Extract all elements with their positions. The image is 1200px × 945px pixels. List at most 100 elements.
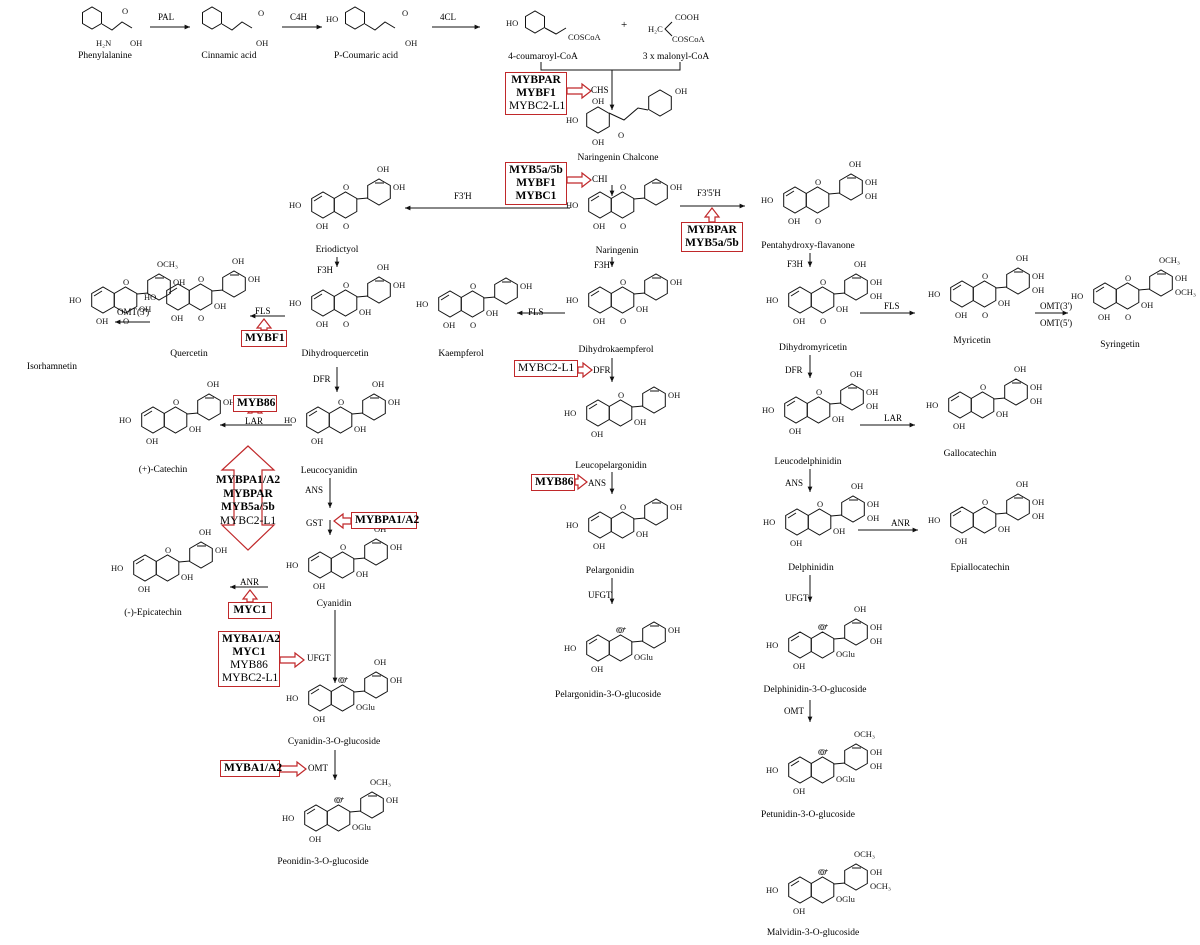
mol-delphinidin-3g-bond-cb: [833, 637, 846, 640]
mol-pentahydroxy-ring-a: [783, 186, 807, 214]
compound-leucopelargonidin: Leucopelargonidin: [575, 461, 647, 471]
enzyme-f3h-left: F3H: [317, 265, 334, 275]
mol-cyanidin-3g-o-plus: O⁺: [338, 675, 349, 685]
mol-cyanidin-ho7: HO: [286, 560, 298, 570]
mol-delphinidin-3g-c3: OGlu: [836, 649, 856, 659]
mol-catechin-c3: OH: [189, 424, 201, 434]
mol-catechin-oh5: OH: [146, 436, 158, 446]
compound-delphinidin: Delphinidin: [788, 563, 834, 573]
enzyme-lar-right: LAR: [884, 413, 902, 423]
mol-syringetin-b-sub-0: OH: [1175, 273, 1187, 283]
mol-isorhamnetin-ho7: HO: [69, 295, 81, 305]
mol-malvidin-3g-o-plus: O⁺: [818, 867, 829, 877]
mol-eriodictyol-ring-a: [311, 191, 335, 219]
regulator-big-1: MYBPA1/A2: [215, 474, 281, 486]
mol-myricetin-b-sub-0: OH: [1032, 271, 1044, 281]
mol-leucocyanidin-b-sub-0: OH: [388, 397, 400, 407]
enzyme-fls-center: FLS: [528, 307, 544, 317]
mol-syringetin-o4: O: [1125, 312, 1131, 322]
mol-epicatechin-c3: OH: [181, 572, 193, 582]
compound-quercetin: Quercetin: [170, 349, 208, 359]
mol-petunidin-3g-bond-cb: [833, 762, 846, 765]
mol-dihydrokaempferol-b-sub-0: OH: [670, 277, 682, 287]
compound-naringenin-chalcone: Naringenin Chalcone: [577, 153, 659, 163]
mol-pelargonidin-3g-o1: O: [618, 625, 624, 635]
mol-pentahydroxy-o1: O: [815, 177, 821, 187]
mol-catechin-ring-b: [197, 393, 221, 421]
mol-kaempferol-o4: O: [470, 320, 476, 330]
mol-dihydroquercetin-ring-b: [367, 276, 391, 304]
mol-eriodictyol-bond-cb: [356, 197, 369, 200]
mol-dihydrokaempferol-oh5: OH: [593, 316, 605, 326]
mol-dihydrokaempferol-db-a: [590, 290, 600, 297]
mol-cyanidin-3g-ring-a: [308, 684, 332, 712]
mol-dihydromyricetin-b-sub-2: OH: [870, 291, 882, 301]
mol-chalcone-chain: [608, 107, 649, 121]
mol-pentahydroxy-db-a: [785, 190, 795, 197]
mol-peonidin-3g-c3: OGlu: [352, 822, 372, 832]
mol-cyanidin-3g-ho7: HO: [286, 693, 298, 703]
mol-delphinidin-o1: O: [817, 499, 823, 509]
mol-leucodelphinidin-ho7: HO: [762, 405, 774, 415]
mol-malvidin-3g-ring-b: [844, 863, 868, 891]
mol-peonidin-3g-o-plus: O⁺: [334, 795, 345, 805]
regulator-box-lar: MYB86: [233, 395, 277, 412]
mol-malvidin-3g-ring-c: [810, 876, 835, 904]
enzyme-ufgt-left: UFGT: [307, 653, 331, 663]
mol-leucodelphinidin-ring-c: [806, 396, 831, 424]
mol-phenylalanine-o: O: [122, 6, 128, 16]
mol-kaempferol-b-sub-0: OH: [520, 281, 532, 291]
mol-catechin-b-sub-1: OH: [207, 379, 219, 389]
regulator-box-chi: MYB5a/5b MYBF1 MYBC1: [505, 162, 567, 205]
mol-pcoumaric-oh: OH: [405, 38, 417, 48]
mol-epicatechin-ring-b: [189, 541, 213, 569]
mol-quercetin-o1: O: [198, 274, 204, 284]
enzyme-omt-peonidin: OMT: [308, 763, 328, 773]
mol-cyanidin-bond-cb: [353, 557, 366, 560]
mol-dihydroquercetin-oh5: OH: [316, 319, 328, 329]
regulator-arrow-ufgt: [279, 651, 305, 669]
mol-petunidin-3g-b-sub-2: OH: [870, 761, 882, 771]
mol-peonidin-3g-b-sub-1: OCH₃: [370, 777, 391, 787]
mol-cyanidin-b-sub-1: OH: [374, 524, 386, 534]
mol-dihydrokaempferol-ring-a: [588, 286, 612, 314]
mol-petunidin-3g-ho7: HO: [766, 765, 778, 775]
mol-myricetin-ho7: HO: [928, 289, 940, 299]
mol-kaempferol-ho7: HO: [416, 299, 428, 309]
mol-dihydroquercetin-db-a: [313, 293, 323, 300]
mol-leucopelargonidin-ring-b: [642, 386, 666, 414]
compound-kaempferol: Kaempferol: [438, 349, 484, 359]
mol-delphinidin-ring-c: [807, 508, 832, 536]
mol-naringenin-db-a: [590, 195, 600, 202]
mol-dihydromyricetin-o4: O: [820, 316, 826, 326]
mol-pelargonidin-3g-ring-b: [642, 621, 666, 649]
mol-myricetin-b-sub-1: OH: [1016, 253, 1028, 263]
mol-naringenin-b-sub-0: OH: [670, 182, 682, 192]
mol-cinnamic-o: O: [258, 8, 264, 18]
mol-syringetin-ho7: HO: [1071, 291, 1083, 301]
mol-leucopelargonidin-db-a: [588, 403, 598, 410]
mol-epigallocatechin-db-a: [952, 510, 962, 517]
mol-pelargonidin-3g-o-plus: O⁺: [616, 625, 627, 635]
mol-gallocatechin-ring-a: [948, 391, 972, 419]
mol-pelargonidin-3g-ring-c: [608, 634, 633, 662]
mol-chalcone-ring-b: [648, 89, 672, 117]
mol-syringetin-oh5: OH: [1098, 312, 1110, 322]
enzyme-dfr-left: DFR: [313, 374, 331, 384]
mol-chalcone-oh: OH: [592, 137, 604, 147]
mol-pelargonidin-ring-b: [644, 498, 668, 526]
mol-malvidin-3g-oh5: OH: [793, 906, 805, 916]
mol-pelargonidin-c3: OH: [636, 529, 648, 539]
regulator-arrow-anr: [241, 589, 259, 603]
mol-naringenin-ring-b: [644, 178, 668, 206]
mol-chalcone-ho: HO: [566, 115, 578, 125]
mol-cyanidin-3g-c3: OGlu: [356, 702, 376, 712]
mol-myricetin-oh5: OH: [955, 310, 967, 320]
mol-pentahydroxy-ring-c: [805, 186, 830, 214]
mol-peonidin-3g-ring-b: [360, 791, 384, 819]
mol-delphinidin-ring-a: [785, 508, 809, 536]
mol-dihydroquercetin-bond-cb: [356, 295, 369, 298]
mol-myricetin-c3: OH: [998, 298, 1010, 308]
mol-peonidin-3g-o1: O: [336, 795, 342, 805]
